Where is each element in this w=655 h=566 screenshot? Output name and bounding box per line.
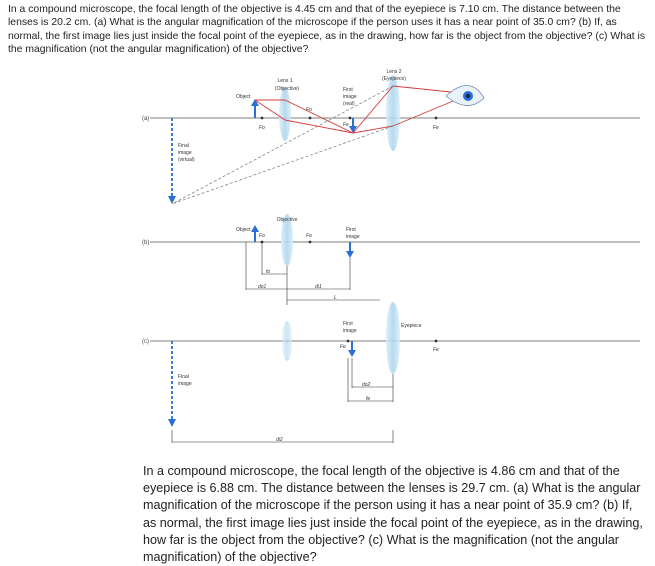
part-a-tag: (a) xyxy=(142,116,149,122)
dim-do2-c: do2 xyxy=(362,382,371,388)
fo-left-label-a: Fo xyxy=(259,125,265,131)
lens2-label: Lens 2 xyxy=(386,69,401,75)
first-image-label-c2: image xyxy=(343,328,357,334)
final-image-label-a1: Final xyxy=(178,143,189,149)
part-b: (b) Objective Object First image Fo Fo f… xyxy=(142,214,640,305)
final-image-arrowhead-a xyxy=(168,196,176,204)
first-image-label-a2: image xyxy=(343,94,357,100)
focal-point-fo-left-a xyxy=(260,116,264,120)
dim-do1-b: do1 xyxy=(258,284,267,290)
dimension-lines-b xyxy=(245,242,380,305)
object-arrowhead-b xyxy=(251,225,259,232)
focal-point-fo-right-b xyxy=(308,240,312,244)
fe-right-label-c: Fe xyxy=(433,347,439,353)
eyepiece-label-c: Eyepiece xyxy=(401,323,422,329)
lens1-label: Lens 1 xyxy=(277,78,292,84)
first-image-label-b1: First xyxy=(346,227,356,233)
objective-lens-b xyxy=(281,214,293,266)
final-image-arrowhead-c xyxy=(168,419,176,427)
focal-point-fe-left-a xyxy=(348,116,352,120)
fo-right-label-b: Fo xyxy=(306,233,312,239)
part-b-tag: (b) xyxy=(142,240,149,246)
question-text-top: In a compound microscope, the focal leng… xyxy=(8,4,646,56)
dimension-lines-c xyxy=(171,358,394,443)
lens2-sublabel: (Eyepiece) xyxy=(382,76,406,82)
part-a: (a) Lens 1 (Objective) Lens 2 (Eyepiece)… xyxy=(142,69,640,205)
dim-L-b: L xyxy=(334,295,337,301)
part-c-tag: (c) xyxy=(142,339,149,345)
fo-left-label-b: Fo xyxy=(259,233,265,239)
focal-point-fo-right-a xyxy=(308,116,312,120)
focal-point-fe-right-a xyxy=(434,116,438,120)
first-image-arrowhead-a xyxy=(349,126,357,133)
part-c: (c) First image Eyepiece Final image Fe … xyxy=(142,302,640,443)
object-label-a: Object xyxy=(236,94,251,100)
fe-right-label-a: Fe xyxy=(433,125,439,131)
first-image-label-b2: image xyxy=(346,234,360,240)
eyepiece-lens-c xyxy=(386,302,400,374)
fe-left-label-a: Fe xyxy=(343,122,349,128)
final-image-label-a3: (virtual) xyxy=(178,157,195,163)
microscope-diagram: (a) Lens 1 (Objective) Lens 2 (Eyepiece)… xyxy=(142,69,640,443)
first-image-arrowhead-c xyxy=(348,350,356,357)
first-image-label-c1: First xyxy=(343,321,353,327)
final-image-label-c2: image xyxy=(178,381,192,387)
focal-point-fe-right-c xyxy=(434,339,438,343)
object-label-b: Object xyxy=(236,227,251,233)
eyepiece-lens-a xyxy=(386,75,400,151)
first-image-label-a1: First xyxy=(343,87,353,93)
objective-label-b: Objective xyxy=(277,217,298,223)
dim-fo-b: fo xyxy=(266,269,270,275)
first-image-label-a3: (real) xyxy=(343,101,355,107)
final-image-label-a2: image xyxy=(178,150,192,156)
first-image-arrowhead-b xyxy=(346,251,354,258)
focal-point-fe-left-c xyxy=(346,339,350,343)
objective-lens-a xyxy=(279,87,291,141)
dim-di2-c: di2 xyxy=(276,437,283,443)
lens1-sublabel: (Objective) xyxy=(275,86,300,92)
object-arrowhead-a xyxy=(251,99,259,106)
eye-icon xyxy=(445,85,485,106)
microscope-figure: (a) Lens 1 (Objective) Lens 2 (Eyepiece)… xyxy=(0,62,655,457)
fe-left-label-c: Fe xyxy=(340,344,346,350)
final-image-label-c1: Final xyxy=(178,374,189,380)
dim-fe-c: fe xyxy=(366,396,370,402)
dim-di1-b: di1 xyxy=(315,284,322,290)
question-text-bottom: In a compound microscope, the focal leng… xyxy=(143,464,643,565)
fo-right-label-a: Fo xyxy=(306,107,312,113)
virtual-rays-a xyxy=(171,85,394,205)
objective-lens-c xyxy=(282,321,292,361)
